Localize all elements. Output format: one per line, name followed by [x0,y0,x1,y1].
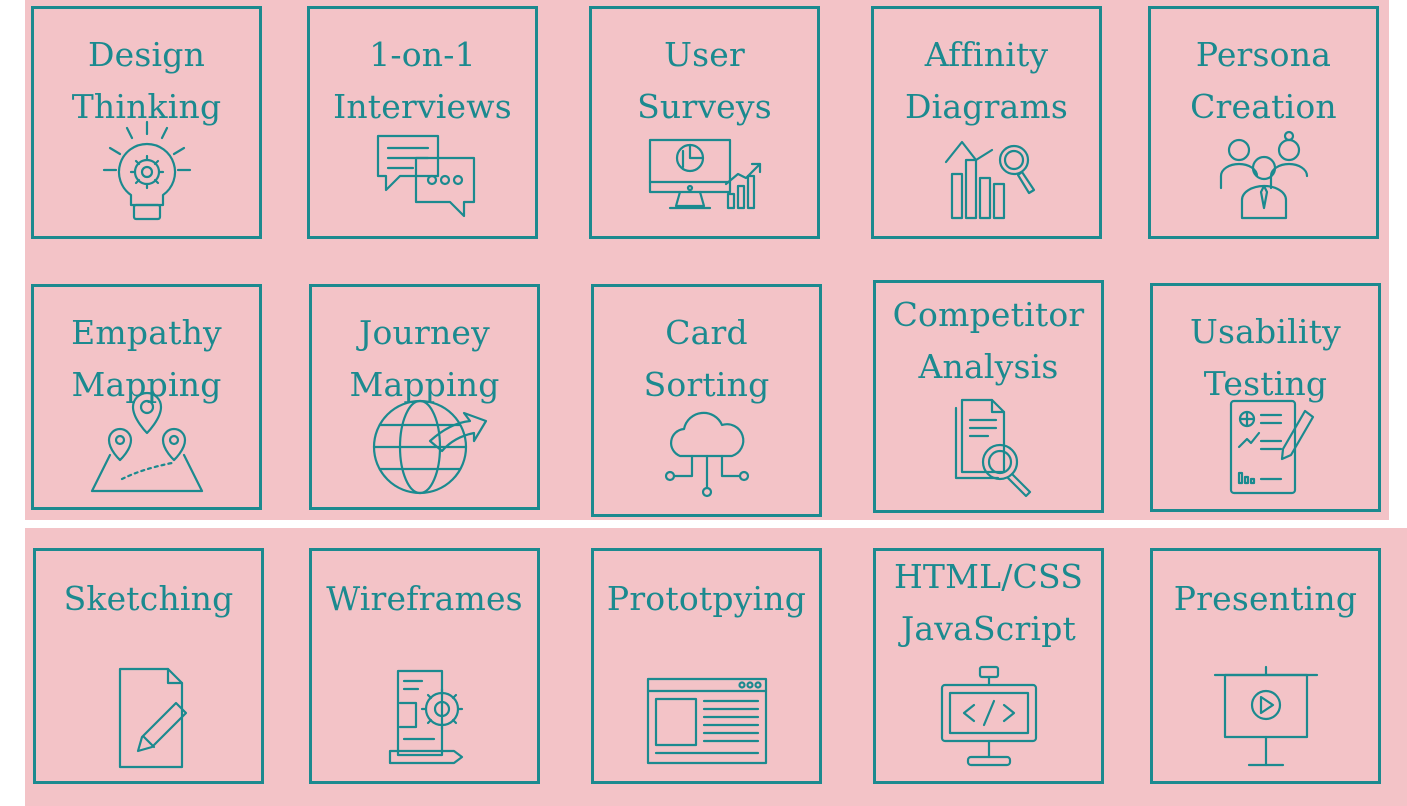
card-empathy-mapping[interactable]: Empathy Mapping [31,284,262,510]
card-title: Sketching [63,579,234,618]
card-competitor-analysis[interactable]: Competitor Analysis [873,280,1104,513]
people-group-icon [1199,118,1329,228]
card-persona-creation[interactable]: Persona Creation [1148,6,1379,239]
card-title: Competitor Analysis [892,295,1085,386]
map-pins-icon [82,389,212,499]
page-pencil-icon [84,663,214,773]
card-usability-testing[interactable]: Usability Testing [1150,283,1381,512]
card-title: Persona Creation [1190,35,1337,126]
chat-bubbles-icon [358,118,488,228]
card-html-css-javascript[interactable]: HTML/CSS JavaScript [873,548,1104,784]
card-wireframes[interactable]: Wireframes [309,548,540,784]
report-pencil-icon [1201,391,1331,501]
browser-window-icon [642,663,772,773]
top-panel [25,0,1389,520]
card-title: Presenting [1173,579,1358,618]
card-design-thinking[interactable]: Design Thinking [31,6,262,239]
projector-screen-icon [1201,663,1331,773]
card-title: Journey Mapping [349,313,500,404]
bar-chart-magnifier-icon [922,118,1052,228]
card-journey-mapping[interactable]: Journey Mapping [309,284,540,510]
monitor-chart-icon [640,118,770,228]
card-sketching[interactable]: Sketching [33,548,264,784]
card-title: Usability Testing [1190,312,1341,403]
card-interviews[interactable]: 1-on-1 Interviews [307,6,538,239]
card-title: User Surveys [637,35,772,126]
card-affinity-diagrams[interactable]: Affinity Diagrams [871,6,1102,239]
lightbulb-gear-icon [82,118,212,228]
globe-arrow-icon [360,389,490,499]
card-card-sorting[interactable]: Card Sorting [591,284,822,517]
card-title: Prototpying [606,579,807,618]
code-monitor-icon [924,663,1054,773]
bottom-panel [25,528,1407,806]
document-gear-icon [360,663,490,773]
card-prototyping[interactable]: Prototpying [591,548,822,784]
card-title: Design Thinking [71,35,222,126]
cloud-network-icon [642,396,772,506]
card-user-surveys[interactable]: User Surveys [589,6,820,239]
card-title: 1-on-1 Interviews [333,35,512,126]
card-title: Wireframes [326,579,523,618]
card-title: Empathy Mapping [71,313,222,404]
document-magnifier-icon [924,392,1054,502]
card-title: Affinity Diagrams [904,35,1069,126]
card-title: Card Sorting [643,313,770,404]
card-presenting[interactable]: Presenting [1150,548,1381,784]
card-title: HTML/CSS JavaScript [893,557,1084,648]
